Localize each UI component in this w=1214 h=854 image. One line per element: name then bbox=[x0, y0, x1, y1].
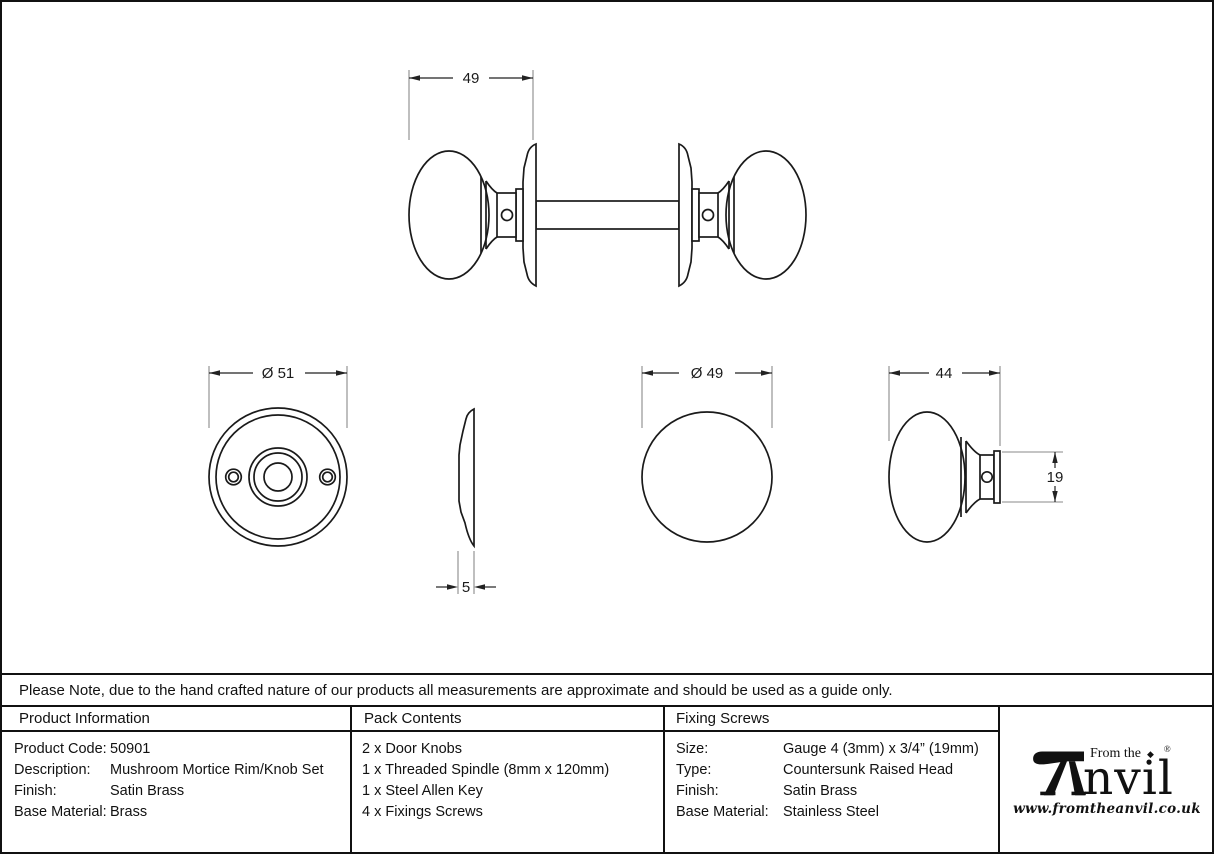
dim-label-rose-diameter: Ø 51 bbox=[262, 365, 295, 382]
table-row: Finish: Satin Brass bbox=[665, 780, 998, 801]
dimension-neck-height: 19 bbox=[1002, 451, 1066, 503]
right-screw-hole bbox=[318, 468, 337, 486]
product-information-column: Product Information Product Code: 50901 … bbox=[0, 707, 352, 854]
table-row: Description: Mushroom Mortice Rim/Knob S… bbox=[0, 759, 350, 780]
pack-item: 2 x Door Knobs bbox=[362, 740, 462, 757]
knob-side-view bbox=[888, 411, 1001, 543]
logo-brand-text: nvil bbox=[1083, 750, 1174, 806]
knob-head bbox=[888, 411, 966, 543]
dim-label-knob-set-projection: 49 bbox=[463, 70, 480, 87]
diamond-icon: ◆ bbox=[1146, 748, 1154, 759]
anvil-icon bbox=[1033, 750, 1086, 795]
dim-label-knob-diameter: Ø 49 bbox=[691, 365, 724, 382]
pack-item: 4 x Fixings Screws bbox=[362, 803, 483, 820]
dim-label-knob-depth: 44 bbox=[936, 365, 953, 382]
row-value: Gauge 4 (3mm) x 3/4” (19mm) bbox=[783, 740, 979, 757]
row-value: Stainless Steel bbox=[783, 803, 879, 820]
right-knob-head bbox=[725, 150, 807, 280]
dim-label-neck-height: 19 bbox=[1047, 469, 1064, 486]
row-value: Mushroom Mortice Rim/Knob Set bbox=[110, 761, 324, 778]
table-row: Size: Gauge 4 (3mm) x 3/4” (19mm) bbox=[665, 738, 998, 759]
spec-table: Product Information Product Code: 50901 … bbox=[0, 707, 1214, 854]
row-value: Satin Brass bbox=[110, 782, 185, 799]
rose-side-profile-view bbox=[458, 407, 475, 549]
left-grub-screw-hole bbox=[500, 208, 514, 222]
dimension-knob-diameter: Ø 49 bbox=[641, 365, 773, 428]
pack-item: 1 x Steel Allen Key bbox=[362, 782, 483, 799]
left-neck-cap bbox=[515, 188, 524, 242]
knob-set-side-view bbox=[408, 142, 807, 288]
brand-logo-cell: From the ◆ ® nvil www.fromtheanvil.co.uk bbox=[1000, 707, 1214, 854]
product-information-header: Product Information bbox=[0, 707, 350, 732]
row-value: 50901 bbox=[110, 740, 151, 757]
row-value: Countersunk Raised Head bbox=[783, 761, 954, 778]
spec-panel: Please Note, due to the hand crafted nat… bbox=[0, 673, 1214, 854]
left-screw-hole bbox=[224, 468, 243, 486]
dimension-knob-depth: 44 bbox=[888, 365, 1001, 446]
row-value: Satin Brass bbox=[783, 782, 858, 799]
row-label: Finish: bbox=[14, 782, 57, 799]
technical-drawing-area: 49 Ø 51 bbox=[208, 70, 1066, 596]
dim-label-rose-thickness: 5 bbox=[462, 579, 470, 596]
row-value: Brass bbox=[110, 803, 148, 820]
logo-prefix: From the bbox=[1090, 745, 1141, 761]
measurement-note: Please Note, due to the hand crafted nat… bbox=[0, 675, 1214, 707]
row-label: Type: bbox=[676, 761, 712, 778]
grub-screw-hole bbox=[980, 470, 994, 484]
spindle-hole bbox=[263, 462, 293, 492]
logo-url: www.fromtheanvil.co.uk bbox=[1013, 800, 1201, 817]
table-row: Base Material: Stainless Steel bbox=[665, 801, 998, 822]
left-knob-head bbox=[408, 150, 490, 280]
logo-top-row: From the ◆ ® bbox=[1090, 743, 1171, 762]
table-row: Product Code: 50901 bbox=[0, 738, 350, 759]
row-label: Description: bbox=[14, 761, 91, 778]
knob-neck-cap bbox=[993, 450, 1001, 504]
table-row: Base Material: Brass bbox=[0, 801, 350, 822]
left-rose-profile bbox=[522, 142, 537, 288]
note-text: Please Note, due to the hand crafted nat… bbox=[19, 681, 893, 699]
fixing-screws-column: Fixing Screws Size: Gauge 4 (3mm) x 3/4”… bbox=[665, 707, 1000, 854]
spindle bbox=[535, 200, 680, 230]
from-the-anvil-logo: From the ◆ ® nvil www.fromtheanvil.co.uk bbox=[1000, 707, 1214, 854]
pack-contents-header: Pack Contents bbox=[352, 707, 663, 732]
row-label: Base Material: bbox=[14, 803, 107, 820]
rose-front-view bbox=[208, 407, 348, 547]
right-neck-cap bbox=[691, 188, 700, 242]
dimension-knob-set-projection: 49 bbox=[408, 70, 534, 140]
row-label: Size: bbox=[676, 740, 709, 757]
pack-contents-column: Pack Contents 2 x Door Knobs 1 x Threade… bbox=[352, 707, 665, 854]
row-label: Finish: bbox=[676, 782, 719, 799]
pack-item: 1 x Threaded Spindle (8mm x 120mm) bbox=[362, 761, 610, 778]
dimension-rose-diameter: Ø 51 bbox=[208, 365, 348, 428]
row-label: Base Material: bbox=[676, 803, 769, 820]
table-row: Type: Countersunk Raised Head bbox=[665, 759, 998, 780]
right-grub-screw-hole bbox=[701, 208, 715, 222]
right-rose-profile bbox=[678, 142, 693, 288]
table-row: Finish: Satin Brass bbox=[0, 780, 350, 801]
row-label: Product Code: bbox=[14, 740, 107, 757]
registered-mark: ® bbox=[1163, 743, 1171, 754]
fixing-screws-header: Fixing Screws bbox=[665, 707, 998, 732]
dimension-rose-thickness: 5 bbox=[436, 551, 496, 596]
knob-front-view bbox=[641, 411, 773, 543]
